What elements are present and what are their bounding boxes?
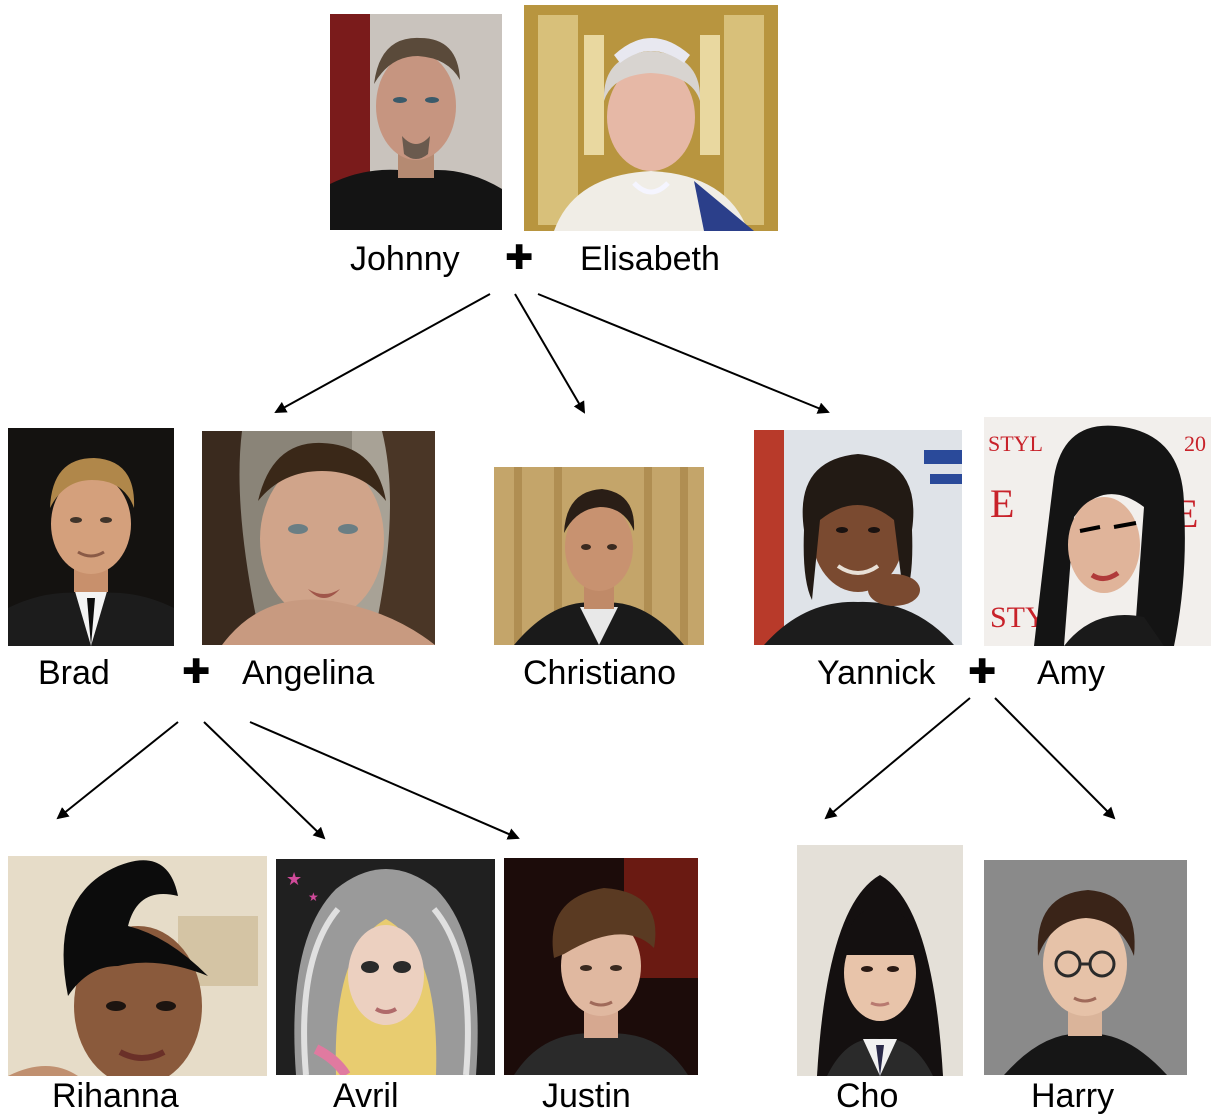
arrow-yannick-amy-to-harry xyxy=(994,697,1116,820)
svg-text:20: 20 xyxy=(1184,431,1206,456)
name-harry: Harry xyxy=(1031,1077,1115,1115)
svg-text:E: E xyxy=(990,481,1014,526)
photo-rihanna xyxy=(8,856,267,1076)
photo-christiano xyxy=(494,467,704,645)
name-rihanna: Rihanna xyxy=(52,1077,179,1115)
arrow-brad-angelina-to-justin xyxy=(249,721,520,840)
photo-amy: STYL 20 E E STY xyxy=(984,417,1211,646)
svg-text:STYL: STYL xyxy=(988,431,1043,456)
photo-cho xyxy=(797,845,963,1076)
photo-avril: ★ ★ xyxy=(276,859,495,1075)
photo-yannick xyxy=(754,430,962,645)
plus-icon: ✚ xyxy=(505,238,534,278)
name-yannick: Yannick xyxy=(817,654,936,692)
photo-angelina xyxy=(202,431,435,645)
plus-icon: ✚ xyxy=(968,652,997,692)
name-christiano: Christiano xyxy=(523,654,677,692)
name-justin: Justin xyxy=(542,1077,631,1115)
arrow-johnny-elisabeth-to-christiano xyxy=(514,293,586,414)
svg-text:★: ★ xyxy=(286,869,302,889)
name-amy: Amy xyxy=(1037,654,1105,692)
name-angelina: Angelina xyxy=(242,654,375,692)
arrow-brad-angelina-to-rihanna xyxy=(56,721,179,820)
name-elisabeth: Elisabeth xyxy=(580,240,720,278)
arrow-johnny-elisabeth-to-yannick-amy xyxy=(537,293,830,414)
plus-icon: ✚ xyxy=(182,652,211,692)
name-avril: Avril xyxy=(333,1077,399,1115)
arrow-brad-angelina-to-avril xyxy=(203,721,326,840)
svg-text:★: ★ xyxy=(308,890,319,904)
name-brad: Brad xyxy=(38,654,110,692)
photo-harry xyxy=(984,860,1187,1075)
name-johnny: Johnny xyxy=(350,240,460,278)
arrow-yannick-amy-to-cho xyxy=(824,697,971,820)
photo-justin xyxy=(504,858,698,1075)
photo-elisabeth xyxy=(524,5,778,231)
arrow-johnny-elisabeth-to-brad-angelina xyxy=(274,293,491,413)
photo-brad xyxy=(8,428,174,646)
photo-johnny xyxy=(330,14,502,230)
name-cho: Cho xyxy=(836,1077,899,1115)
